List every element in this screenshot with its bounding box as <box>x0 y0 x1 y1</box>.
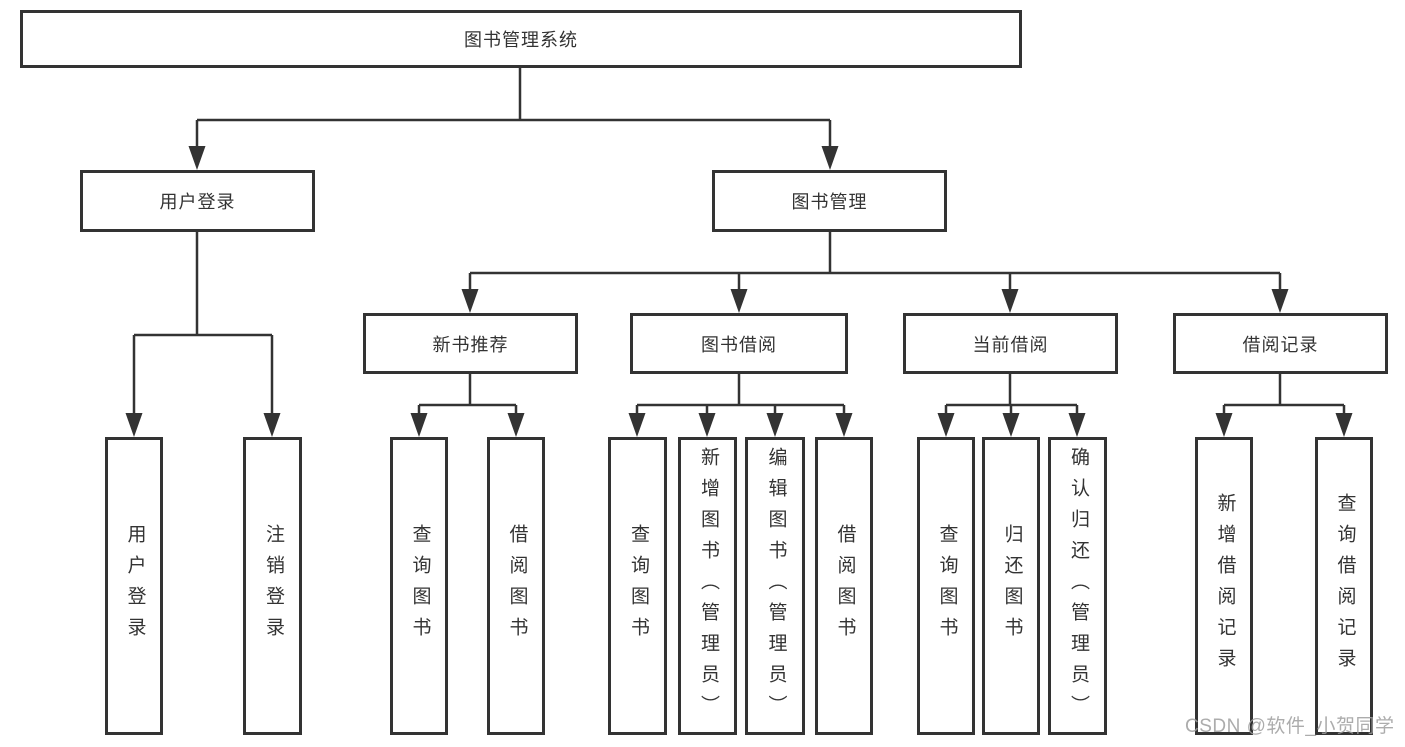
node-leaf-add-borrow-record: 新增借阅记录 <box>1195 437 1253 735</box>
node-leaf-borrow-books-recommend: 借阅图书 <box>487 437 545 735</box>
node-leaf-query-books-current: 查询图书 <box>917 437 975 735</box>
node-label: 新增图书（管理员） <box>697 446 719 726</box>
node-label: 查询图书 <box>627 524 649 648</box>
node-label: 新增借阅记录 <box>1214 493 1236 679</box>
csdn-watermark: CSDN @软件_小贺同学 <box>1185 716 1395 737</box>
node-label: 注销登录 <box>262 524 284 648</box>
node-leaf-borrow-books: 借阅图书 <box>815 437 873 735</box>
node-leaf-query-books-borrowing: 查询图书 <box>608 437 667 735</box>
node-section-current-borrowing: 当前借阅 <box>903 313 1118 374</box>
node-label: 确认归还（管理员） <box>1067 446 1089 726</box>
node-leaf-user-login: 用户登录 <box>105 437 163 735</box>
node-root-system: 图书管理系统 <box>20 10 1022 68</box>
node-branch-user-login: 用户登录 <box>80 170 315 232</box>
node-label: 借阅图书 <box>834 524 856 648</box>
node-section-book-borrowing: 图书借阅 <box>630 313 848 374</box>
node-leaf-logout: 注销登录 <box>243 437 302 735</box>
node-section-new-book-recommend: 新书推荐 <box>363 313 578 374</box>
node-branch-book-management: 图书管理 <box>712 170 947 232</box>
node-label: 查询图书 <box>936 524 958 648</box>
node-label: 归还图书 <box>1001 524 1023 648</box>
node-section-borrow-records: 借阅记录 <box>1173 313 1388 374</box>
node-label: 用户登录 <box>124 524 146 648</box>
node-label: 借阅图书 <box>506 524 528 648</box>
node-leaf-edit-books-admin: 编辑图书（管理员） <box>745 437 805 735</box>
node-leaf-return-books: 归还图书 <box>982 437 1040 735</box>
node-leaf-confirm-return-admin: 确认归还（管理员） <box>1048 437 1107 735</box>
node-leaf-add-books-admin: 新增图书（管理员） <box>678 437 737 735</box>
node-label: 查询图书 <box>409 524 431 648</box>
node-leaf-query-books-recommend: 查询图书 <box>390 437 448 735</box>
node-label: 查询借阅记录 <box>1334 493 1356 679</box>
node-label: 编辑图书（管理员） <box>765 446 787 726</box>
node-leaf-query-borrow-record: 查询借阅记录 <box>1315 437 1373 735</box>
